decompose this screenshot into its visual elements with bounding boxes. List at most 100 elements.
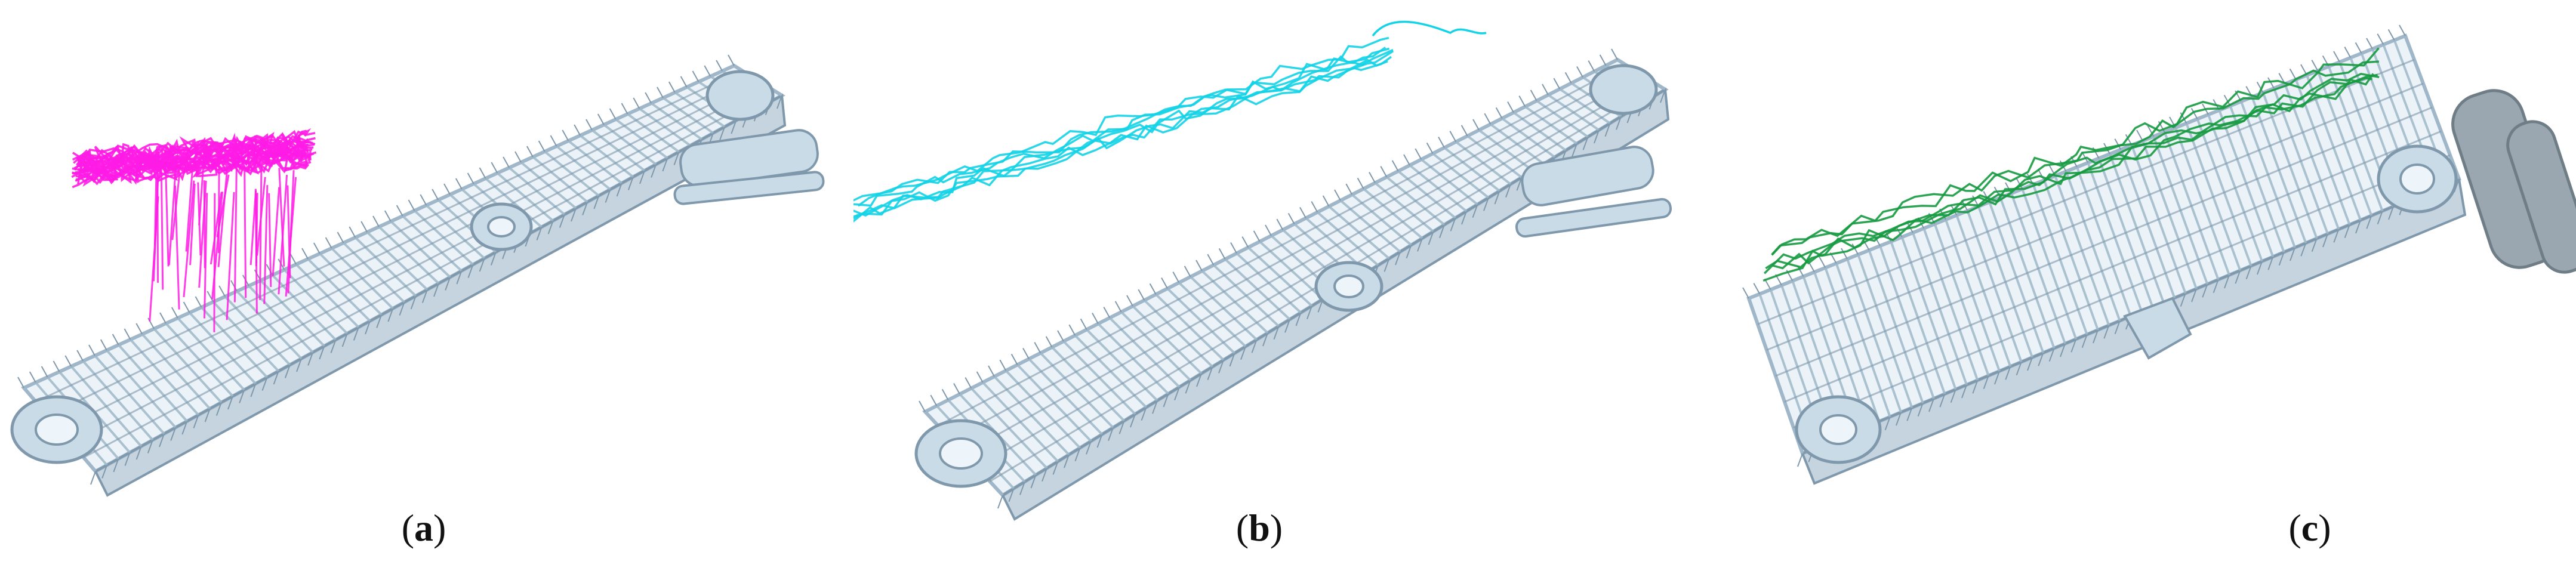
belt-spike — [1369, 172, 1376, 183]
pulley-hub — [35, 414, 79, 446]
belt-spike — [1161, 277, 1168, 289]
belt-spike — [2191, 288, 2197, 303]
belt-spike — [2245, 266, 2252, 280]
belt-spike — [2344, 47, 2352, 58]
caption-b: (b) — [1170, 506, 1349, 550]
drive-shaft-icon — [673, 171, 825, 205]
caption-letter: b — [1249, 507, 1270, 549]
belt-spike — [1972, 379, 1979, 394]
belt-spike — [1287, 212, 1295, 224]
belt-spike — [1906, 407, 1913, 421]
caption-letter: a — [414, 507, 433, 549]
belt-spike — [1588, 60, 1595, 72]
belt-spike — [41, 366, 48, 378]
belt-spike — [2224, 274, 2230, 289]
belt-spike — [325, 237, 332, 249]
belt-spike — [53, 360, 60, 372]
belt-spike — [2388, 206, 2394, 220]
belt-spike — [1426, 142, 1434, 154]
belt-spike — [159, 433, 165, 448]
belt-spike — [777, 95, 782, 109]
trajectory-line — [160, 165, 164, 290]
belt-spike — [1917, 403, 1924, 417]
belt-spike — [2016, 178, 2023, 190]
belt-spike — [1138, 289, 1145, 301]
belt-spike — [376, 314, 383, 328]
trajectory-line — [197, 182, 202, 256]
belt-spike — [1403, 154, 1410, 166]
belt-spike — [456, 270, 463, 285]
trajectory-line — [233, 164, 238, 303]
belt-spike — [627, 177, 634, 190]
belt-spike — [1516, 177, 1523, 191]
belt-spike — [1460, 125, 1468, 137]
belt-spike — [1530, 90, 1537, 101]
belt-spike — [1262, 332, 1268, 347]
belt-spike — [313, 242, 321, 254]
belt-spike — [2114, 138, 2122, 150]
belt-spike — [372, 215, 380, 227]
trajectory-line — [853, 55, 1392, 220]
belt-spike — [479, 167, 486, 179]
pulley-hub — [1819, 414, 1857, 445]
belt-spike — [1295, 312, 1302, 326]
belt-spike — [1218, 359, 1224, 374]
belt-spike — [445, 277, 451, 291]
belt-spike — [919, 400, 926, 412]
belt-spike — [353, 327, 359, 341]
belt-spike — [266, 264, 273, 276]
belt-spike — [1172, 271, 1180, 283]
trajectory-line — [82, 129, 307, 165]
belt-spike — [1594, 129, 1600, 144]
belt-spike — [1406, 245, 1412, 259]
belt-rail — [59, 79, 759, 431]
belt-spike — [1415, 148, 1422, 160]
belt-spike — [2366, 38, 2373, 50]
belt-spike — [2005, 366, 2011, 380]
drive-roller-icon — [1521, 146, 1654, 206]
belt-spike — [1042, 468, 1047, 482]
belt-spike — [1251, 339, 1258, 353]
belt-spike — [1074, 448, 1081, 462]
panel-a: (a) — [0, 0, 848, 577]
belt-spike — [1896, 412, 1902, 426]
belt-spike — [1797, 453, 1803, 467]
belt-spike — [965, 377, 972, 389]
belt-spike — [1022, 348, 1030, 359]
belt-spike — [605, 189, 611, 203]
pulley-hub-back — [2399, 163, 2435, 195]
belt-spike — [341, 333, 348, 347]
belt-spike — [227, 396, 233, 410]
belt-spike — [559, 214, 565, 228]
belt-spike — [135, 446, 142, 460]
belt-spike — [195, 296, 202, 308]
belt-spike — [1495, 107, 1503, 119]
belt-spike — [384, 210, 392, 222]
belt-spike — [1383, 258, 1390, 272]
belt-rail — [35, 69, 742, 403]
belt-spike — [1030, 474, 1037, 489]
belt-spike — [988, 365, 995, 377]
belt-spike — [2311, 238, 2318, 252]
belt-spike — [731, 120, 737, 134]
belt-spike — [1611, 48, 1618, 60]
belt-rail — [71, 85, 767, 445]
belt-spike — [124, 452, 131, 466]
belt-spike — [997, 495, 1003, 509]
belt-spike — [349, 226, 356, 238]
caption-close: ) — [2318, 507, 2331, 549]
belt-spike — [1439, 224, 1445, 239]
belt-spike — [1185, 379, 1191, 394]
trajectory-line — [203, 180, 206, 269]
belt-spike — [1505, 184, 1511, 198]
belt-spike — [170, 427, 177, 441]
belt-spike — [503, 156, 510, 168]
belt-spike — [2311, 60, 2319, 72]
belt-spike — [1052, 461, 1059, 475]
belt-spike — [410, 295, 417, 310]
belt-spike — [1391, 160, 1399, 172]
belt-spike — [2136, 129, 2143, 141]
belt-spike — [953, 383, 960, 394]
belt-spike — [1851, 243, 1859, 255]
belt-spike — [1819, 257, 1826, 269]
